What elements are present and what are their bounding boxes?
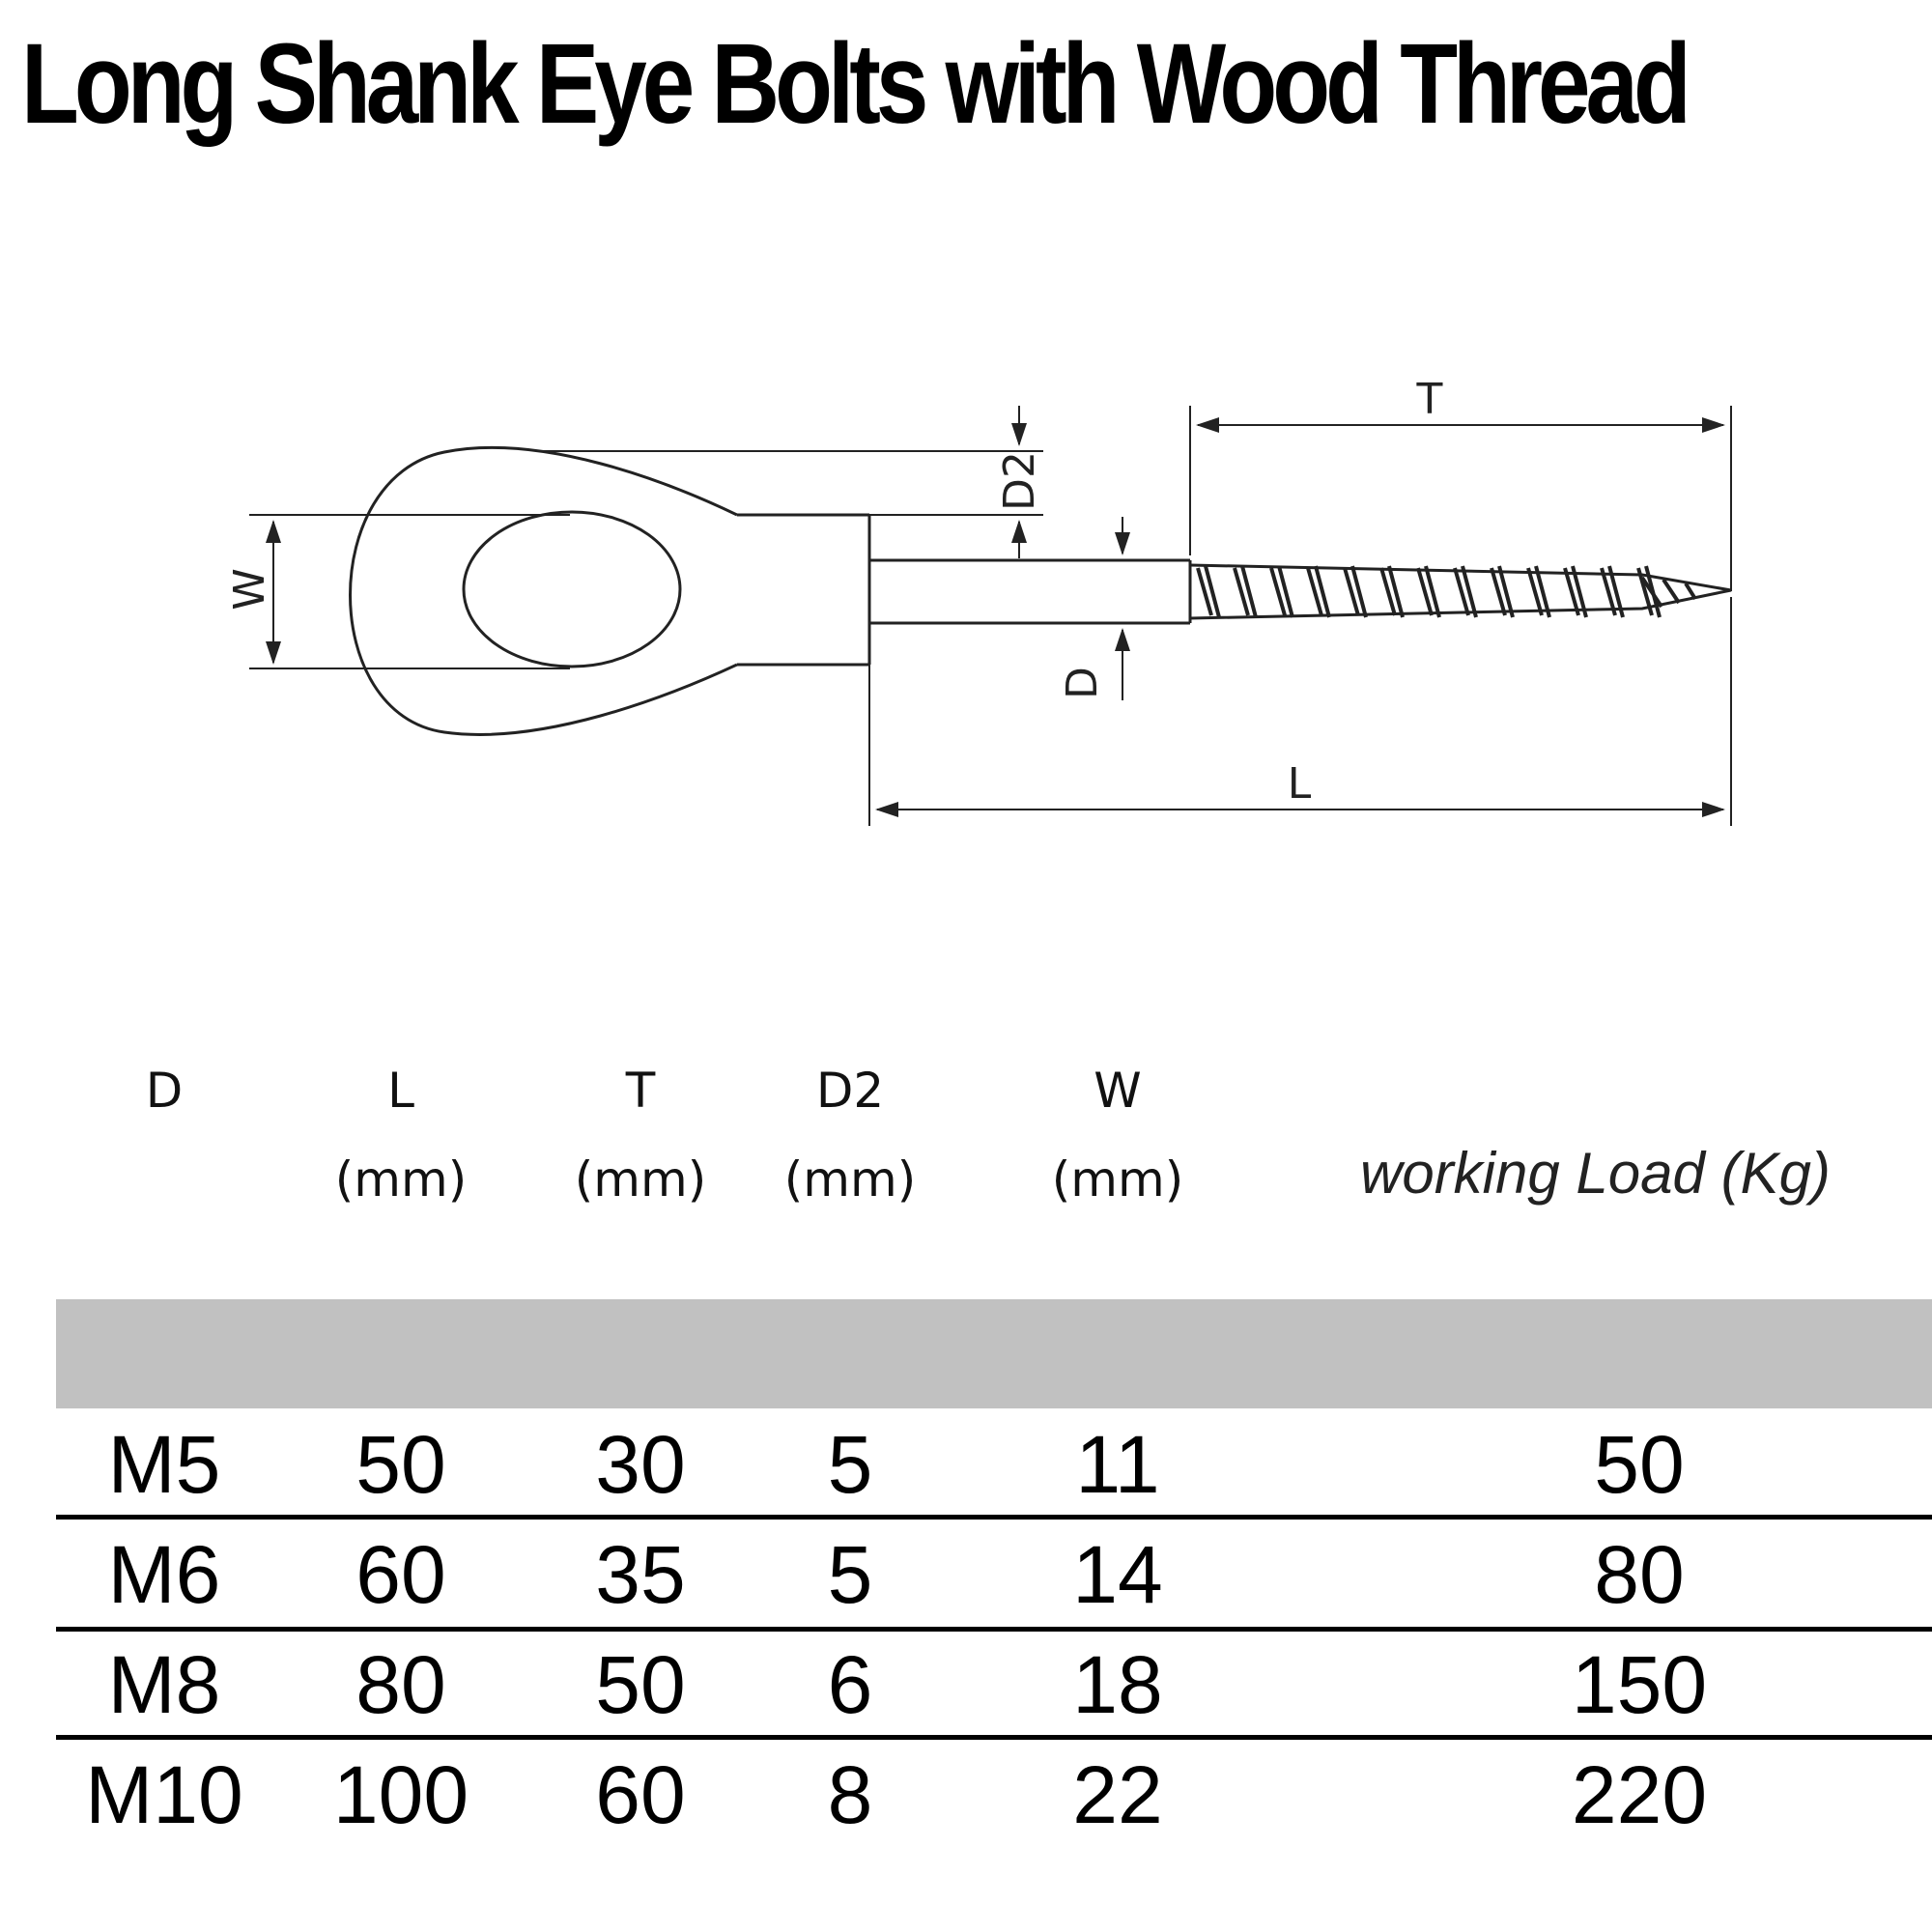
cell-w: 22 <box>1072 1749 1163 1840</box>
cell-load: 150 <box>1571 1639 1708 1730</box>
thread-ridge <box>1379 565 1405 618</box>
cell-d2: 6 <box>827 1639 873 1730</box>
eye-hole <box>462 510 682 668</box>
thread-ridge <box>1306 565 1331 618</box>
table-header-band <box>56 1299 1932 1408</box>
cell-l: 60 <box>355 1529 446 1620</box>
col-header-d2-unit: (mm) <box>783 1151 917 1208</box>
eye-bolt-drawing: T L D2 W D <box>225 375 1732 826</box>
cell-w: 14 <box>1072 1529 1163 1620</box>
cell-d2: 5 <box>827 1529 873 1620</box>
thread-ridge <box>1416 565 1441 618</box>
col-header-w: W (mm) <box>1045 1063 1190 1208</box>
thread-ridge <box>1269 565 1294 618</box>
cell-d: M5 <box>107 1419 221 1510</box>
cell-d: M10 <box>85 1749 243 1840</box>
col-header-l-name: L <box>387 1063 414 1119</box>
cell-load: 80 <box>1594 1529 1685 1620</box>
dim-label-t: T <box>1416 375 1443 424</box>
col-header-w-unit: (mm) <box>1051 1151 1184 1208</box>
cell-l: 100 <box>332 1749 469 1840</box>
page-title: Long Shank Eye Bolts with Wood Thread <box>21 20 1691 148</box>
dim-label-d2: D2 <box>995 451 1044 511</box>
col-header-l-unit: (mm) <box>334 1151 468 1208</box>
dim-label-w: W <box>225 568 274 611</box>
cell-t: 60 <box>595 1749 686 1840</box>
col-header-t-name: T <box>625 1063 656 1119</box>
cell-t: 30 <box>595 1419 686 1510</box>
cell-d2: 8 <box>827 1749 873 1840</box>
thread-ridge <box>1196 565 1221 618</box>
cell-load: 50 <box>1594 1419 1685 1510</box>
thread-ridge <box>1526 565 1551 618</box>
thread-ridges <box>1196 565 1697 618</box>
thread-ridge <box>1490 565 1515 618</box>
dimension-labels: T L D2 W D <box>225 375 1443 809</box>
thread-ridge <box>1343 565 1368 618</box>
thread-ridge <box>1600 565 1625 618</box>
dim-label-l: L <box>1288 759 1312 809</box>
cell-w: 18 <box>1072 1639 1163 1730</box>
dim-label-d: D <box>1058 667 1107 699</box>
cell-l: 80 <box>355 1639 446 1730</box>
thread-tip <box>1640 576 1697 609</box>
cell-t: 35 <box>595 1529 686 1620</box>
col-header-d: D <box>116 1063 213 1119</box>
col-header-working-load: working Load (Kg) <box>1360 1141 1831 1206</box>
cell-load: 220 <box>1571 1749 1708 1840</box>
cell-d: M6 <box>107 1529 221 1620</box>
eye-outline <box>349 445 738 736</box>
dimension-lines <box>249 406 1732 826</box>
row-divider <box>56 1515 1932 1520</box>
cell-t: 50 <box>595 1639 686 1730</box>
row-divider <box>56 1627 1932 1632</box>
thread-ridge <box>1233 565 1258 618</box>
cell-d2: 5 <box>827 1419 873 1510</box>
thread-ridge <box>1453 565 1478 618</box>
col-header-l: L (mm) <box>328 1063 473 1208</box>
col-header-d2-name: D2 <box>815 1063 885 1119</box>
col-header-d-name: D <box>145 1063 184 1119</box>
cell-w: 11 <box>1075 1419 1160 1510</box>
col-header-t-unit: (mm) <box>574 1151 707 1208</box>
cell-l: 50 <box>355 1419 446 1510</box>
thread-ridge <box>1563 565 1588 618</box>
cell-d: M8 <box>107 1639 221 1730</box>
row-divider <box>56 1735 1932 1740</box>
col-header-w-name: W <box>1094 1063 1142 1119</box>
col-header-t: T (mm) <box>568 1063 713 1208</box>
col-header-d2: D2 (mm) <box>778 1063 923 1208</box>
